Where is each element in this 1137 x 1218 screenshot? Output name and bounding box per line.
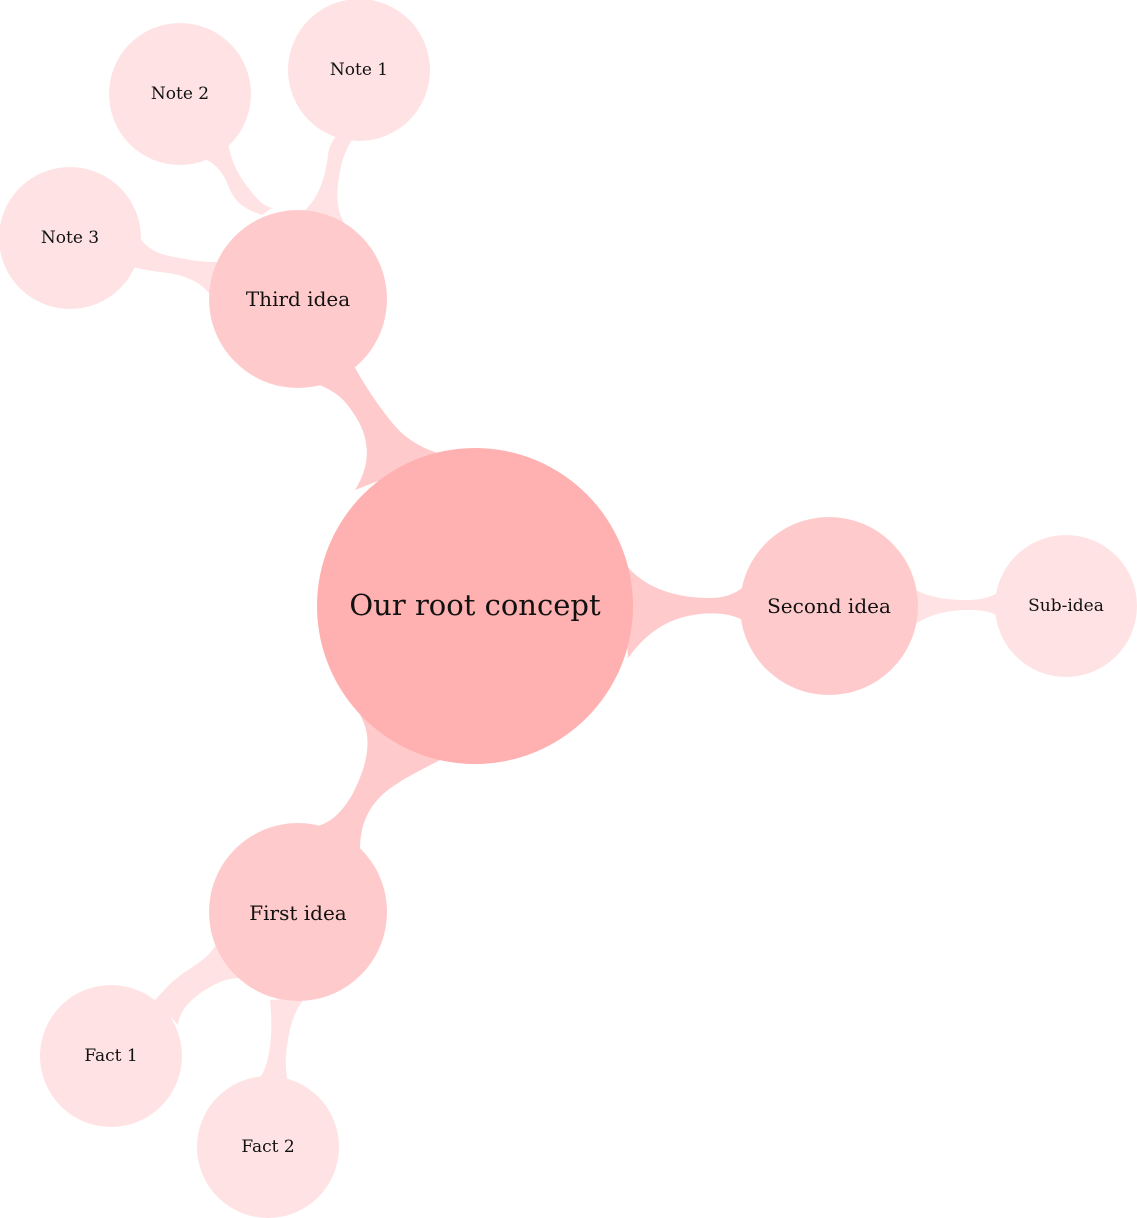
first-idea-label: First idea <box>249 901 347 925</box>
sub-idea-label: Sub-idea <box>1028 596 1104 616</box>
third-idea-label: Third idea <box>246 287 350 311</box>
third-idea-circle <box>209 210 387 388</box>
node-sub-idea[interactable]: Sub-idea <box>995 535 1137 677</box>
node-second-idea[interactable]: Second idea <box>740 517 918 695</box>
connector-third-note3 <box>130 238 222 300</box>
sub-idea-circle <box>995 535 1137 677</box>
note-3-circle <box>0 167 141 309</box>
connector-third-note2 <box>200 140 272 215</box>
node-note-1[interactable]: Note 1 <box>288 0 430 141</box>
connector-first-fact2 <box>258 998 305 1082</box>
node-note-3[interactable]: Note 3 <box>0 167 141 309</box>
root-label: Our root concept <box>349 588 601 622</box>
node-fact-2[interactable]: Fact 2 <box>197 1076 339 1218</box>
first-idea-circle <box>209 823 387 1001</box>
note-3-label: Note 3 <box>41 228 99 248</box>
note-1-label: Note 1 <box>330 60 388 80</box>
note-2-label: Note 2 <box>151 84 209 104</box>
node-note-2[interactable]: Note 2 <box>109 23 251 165</box>
connector-first-fact1 <box>155 940 240 1025</box>
fact-2-label: Fact 2 <box>241 1137 294 1157</box>
connector-second-subidea <box>912 588 1002 626</box>
node-fact-1[interactable]: Fact 1 <box>40 985 182 1127</box>
fact-1-label: Fact 1 <box>84 1046 137 1066</box>
note-2-circle <box>109 23 251 165</box>
second-idea-circle <box>740 517 918 695</box>
fact-1-circle <box>40 985 182 1127</box>
node-third-idea[interactable]: Third idea <box>209 210 387 388</box>
connector-third-note1 <box>300 130 352 225</box>
root-circle <box>317 448 633 764</box>
connector-root-second <box>622 560 752 658</box>
fact-2-circle <box>197 1076 339 1218</box>
node-first-idea[interactable]: First idea <box>209 823 387 1001</box>
root-node[interactable]: Our root concept <box>317 448 633 764</box>
note-1-circle <box>288 0 430 141</box>
second-idea-label: Second idea <box>767 594 891 618</box>
